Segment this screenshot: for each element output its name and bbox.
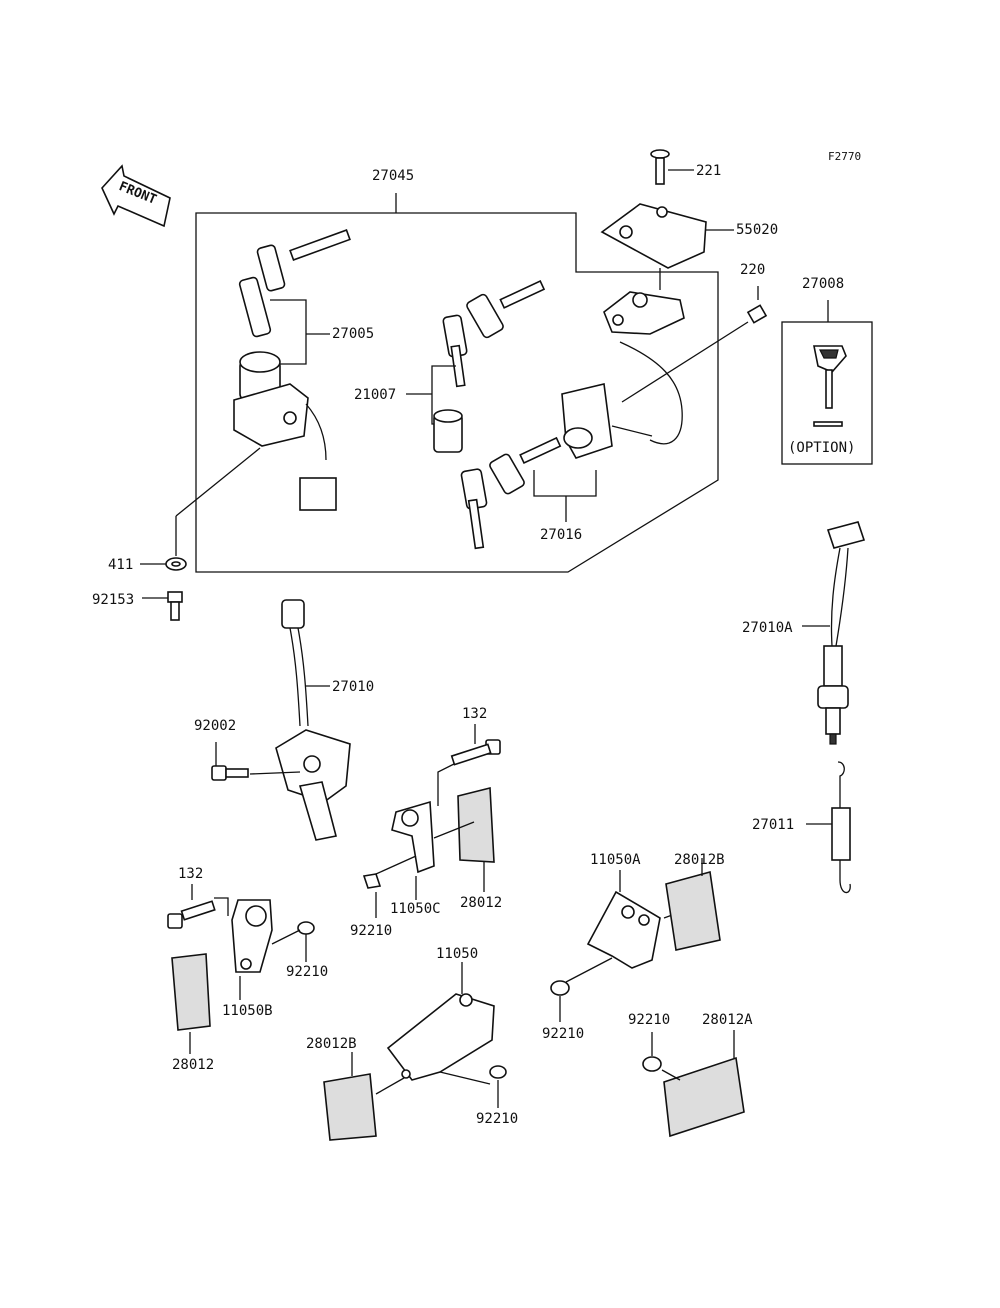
part-label-27010A: 27010A (742, 620, 793, 636)
part-label-11050B: 11050B (222, 1003, 273, 1019)
ignition-switch-27005 (175, 229, 351, 556)
reflector-28012B-upper (665, 858, 721, 951)
keys-21007 (406, 280, 546, 453)
part-label-92210-d: 92210 (476, 1111, 519, 1127)
front-arrow-icon (101, 164, 171, 228)
bolt-220 (621, 286, 768, 403)
part-label-55020: 55020 (736, 222, 779, 238)
switch-27010A (802, 521, 866, 745)
reflector-28012-upper (433, 786, 495, 892)
key-27008 (781, 300, 873, 465)
part-label-28012B-lower: 28012B (306, 1036, 357, 1052)
bolt-92153 (142, 591, 183, 621)
part-label-11050: 11050 (436, 946, 479, 962)
part-label-27010: 27010 (332, 679, 375, 695)
part-label-28012-upper: 28012 (460, 895, 503, 911)
part-label-92210-c: 92210 (542, 1026, 585, 1042)
part-label-92002: 92002 (194, 718, 237, 734)
part-label-11050A: 11050A (590, 852, 641, 868)
part-label-411: 411 (108, 557, 134, 573)
part-label-92210-b: 92210 (286, 964, 329, 980)
part-label-27005: 27005 (332, 326, 375, 342)
part-label-28012-lower: 28012 (172, 1057, 215, 1073)
kit-outline-27045 (195, 193, 719, 573)
part-label-132-lower: 132 (178, 866, 204, 882)
reflector-28012-lower (171, 953, 211, 1054)
bracket-seat-lock (603, 291, 685, 445)
option-label: (OPTION) (788, 440, 856, 456)
part-label-28012A: 28012A (702, 1012, 753, 1028)
part-label-21007: 21007 (354, 387, 397, 403)
bracket-11050A (550, 870, 687, 1022)
part-label-220: 220 (740, 262, 766, 278)
part-label-92153: 92153 (92, 592, 135, 608)
bracket-11050B (167, 884, 315, 1000)
switch-assembly-27010 (211, 599, 351, 841)
part-label-27008: 27008 (802, 276, 845, 292)
bracket-11050C (362, 724, 501, 918)
part-label-11050C: 11050C (390, 901, 441, 917)
figure-code: F2770 (828, 150, 862, 163)
part-label-221: 221 (696, 163, 722, 179)
part-label-27011: 27011 (752, 817, 795, 833)
cover-55020 (600, 203, 734, 290)
part-label-92210-a: 92210 (350, 923, 393, 939)
part-label-27016: 27016 (540, 527, 583, 543)
washer-411 (140, 557, 187, 571)
bracket-11050 (386, 962, 507, 1108)
part-label-27045: 27045 (372, 168, 415, 184)
screw-221 (650, 149, 694, 185)
part-label-92210-e: 92210 (628, 1012, 671, 1028)
spring-27011 (806, 761, 851, 894)
reflector-28012B-lower (323, 1052, 405, 1141)
reflector-28012A (642, 1030, 745, 1138)
part-label-132-upper: 132 (462, 706, 488, 722)
part-label-28012B-upper: 28012B (674, 852, 725, 868)
steering-lock-27016 (460, 383, 653, 550)
